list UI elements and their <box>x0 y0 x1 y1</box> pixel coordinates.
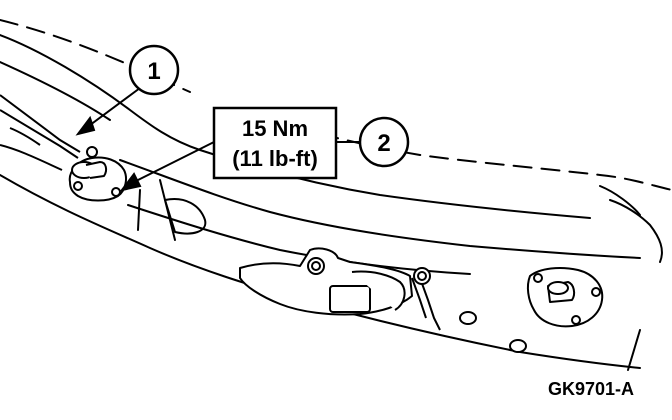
torque-spec-box: 15 Nm (11 lb-ft) <box>212 106 338 180</box>
figure-id: GK9701-A <box>548 379 634 399</box>
wiper-arm-rod <box>0 94 81 171</box>
leader-lines <box>75 87 360 192</box>
callout-1: 1 <box>128 44 180 96</box>
callout-1-label: 1 <box>147 58 160 85</box>
wiper-motor-assembly <box>239 247 441 331</box>
torque-metric: 15 Nm <box>242 116 308 141</box>
cowl-holes <box>459 311 527 353</box>
right-pivot-bracket <box>526 267 604 328</box>
torque-imperial: (11 lb-ft) <box>232 146 318 171</box>
callout-2: 2 <box>358 116 410 168</box>
left-pivot-bracket <box>68 146 127 202</box>
callout-2-label: 2 <box>377 130 390 157</box>
